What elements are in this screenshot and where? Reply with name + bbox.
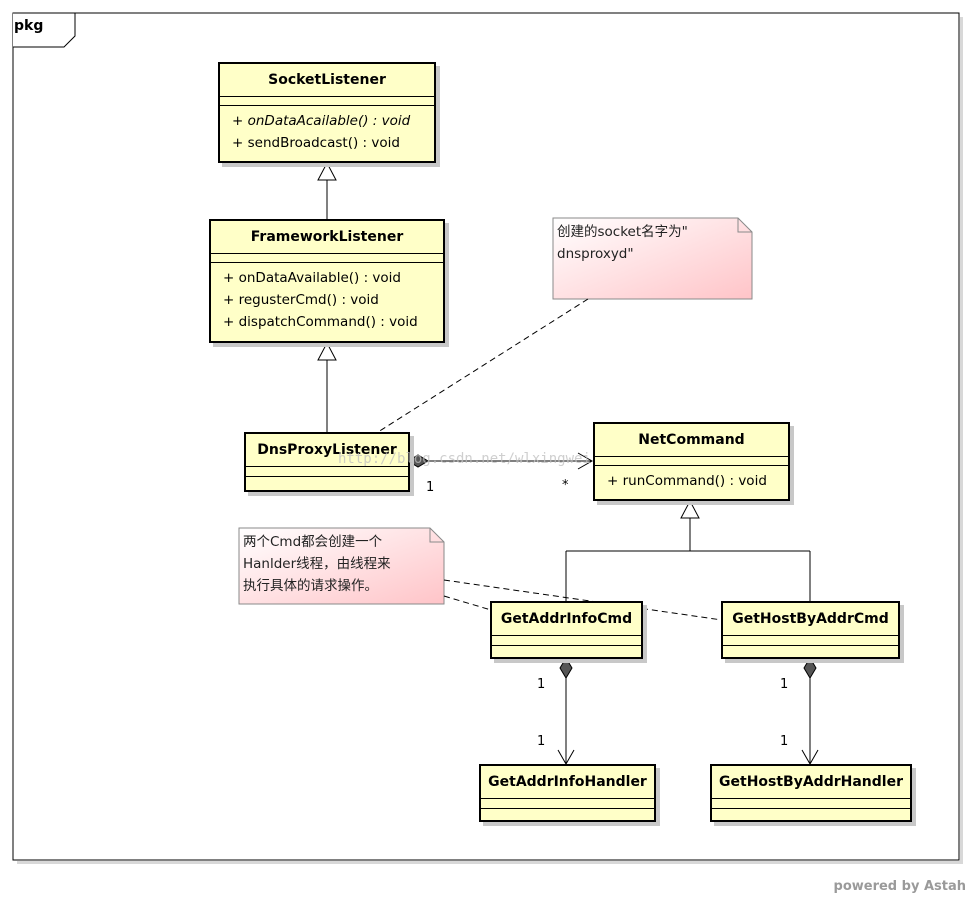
- class-get-addr-info-cmd[interactable]: GetAddrInfoCmd: [490, 601, 643, 659]
- operations-compartment: [712, 809, 910, 818]
- attributes-compartment: [723, 636, 898, 646]
- note-text: 两个Cmd都会创建一个 Hanlder线程，由线程来 执行具体的请求操作。: [243, 534, 391, 594]
- package-tab: [13, 12, 76, 48]
- note-socket-name[interactable]: 创建的socket名字为" dnsproxyd": [553, 220, 752, 299]
- class-name: DnsProxyListener: [246, 434, 408, 467]
- note-handler-shape: [238, 527, 445, 605]
- operations-compartment: + onDataAvailable() : void + regusterCmd…: [211, 263, 443, 335]
- note-socket-shape: [552, 217, 753, 300]
- class-get-host-by-addr-handler[interactable]: GetHostByAddrHandler: [710, 764, 912, 822]
- note-handler-fold: [429, 528, 444, 543]
- operations-compartment: [492, 646, 641, 655]
- operations-compartment: [481, 809, 654, 818]
- operation: + onDataAvailable() : void: [223, 270, 401, 286]
- class-socket-listener[interactable]: SocketListener + onDataAcailable() : voi…: [218, 62, 436, 163]
- note-socket-fold: [737, 218, 752, 233]
- operations-compartment: + runCommand() : void: [595, 466, 788, 494]
- package-frame-shadow-right: [960, 17, 963, 864]
- note-handler-thread[interactable]: 两个Cmd都会创建一个 Hanlder线程，由线程来 执行具体的请求操作。: [239, 530, 444, 604]
- class-name: FrameworkListener: [211, 221, 443, 254]
- attributes-compartment: [220, 97, 434, 106]
- class-name: NetCommand: [595, 424, 788, 457]
- generalization-arrow-1: [317, 161, 337, 181]
- composition-diamond-hostbyaddr: [803, 657, 817, 679]
- attributes-compartment: [492, 636, 641, 646]
- multiplicity-addrinfo-source: 1: [537, 677, 546, 692]
- operation: + runCommand() : void: [607, 473, 767, 489]
- note-text: 创建的socket名字为" dnsproxyd": [557, 224, 688, 262]
- note-anchor-addrinfo: [443, 595, 492, 611]
- package-frame-shadow: [17, 861, 963, 864]
- class-get-host-by-addr-cmd[interactable]: GetHostByAddrCmd: [721, 601, 900, 659]
- package-label: pkg: [14, 18, 44, 34]
- attributes-compartment: [712, 799, 910, 809]
- class-name: SocketListener: [220, 64, 434, 97]
- composition-diamond-dns: [407, 454, 429, 468]
- class-name: GetAddrInfoHandler: [481, 766, 654, 799]
- attributes-compartment: [211, 254, 443, 263]
- powered-by-footer: powered by Astah: [833, 879, 966, 894]
- class-name: GetHostByAddrCmd: [723, 603, 898, 636]
- operation: + onDataAcailable() : void: [232, 113, 411, 129]
- operations-compartment: + onDataAcailable() : void + sendBroadca…: [220, 106, 434, 156]
- operations-compartment: [246, 477, 408, 486]
- attributes-compartment: [481, 799, 654, 809]
- operation: + regusterCmd() : void: [223, 292, 379, 308]
- operation: + sendBroadcast() : void: [232, 135, 400, 151]
- multiplicity-addrinfo-target: 1: [537, 734, 546, 749]
- multiplicity-dns-source: 1: [426, 480, 435, 495]
- composition-diamond-addrinfo: [559, 657, 573, 679]
- package-frame: [12, 12, 960, 861]
- class-dns-proxy-listener[interactable]: DnsProxyListener: [244, 432, 410, 492]
- multiplicity-hostbyaddr-source: 1: [780, 677, 789, 692]
- class-name: GetHostByAddrHandler: [712, 766, 910, 799]
- multiplicity-netcommand-target: *: [562, 478, 569, 493]
- attributes-compartment: [595, 457, 788, 466]
- class-name: GetAddrInfoCmd: [492, 603, 641, 636]
- multiplicity-hostbyaddr-target: 1: [780, 734, 789, 749]
- navigable-arrow-netcommand: [577, 452, 594, 470]
- generalization-arrow-3: [680, 499, 700, 519]
- class-net-command[interactable]: NetCommand + runCommand() : void: [593, 422, 790, 501]
- watermark: http://blog.csdn.net/wlxingwei: [338, 451, 591, 467]
- operation: + dispatchCommand() : void: [223, 314, 418, 330]
- generalization-arrow-2: [317, 341, 337, 361]
- note-anchor-socket: [377, 298, 589, 433]
- class-get-addr-info-handler[interactable]: GetAddrInfoHandler: [479, 764, 656, 822]
- class-framework-listener[interactable]: FrameworkListener + onDataAvailable() : …: [209, 219, 445, 343]
- note-anchor-hostbyaddr: [443, 579, 723, 621]
- operations-compartment: [723, 646, 898, 655]
- attributes-compartment: [246, 467, 408, 477]
